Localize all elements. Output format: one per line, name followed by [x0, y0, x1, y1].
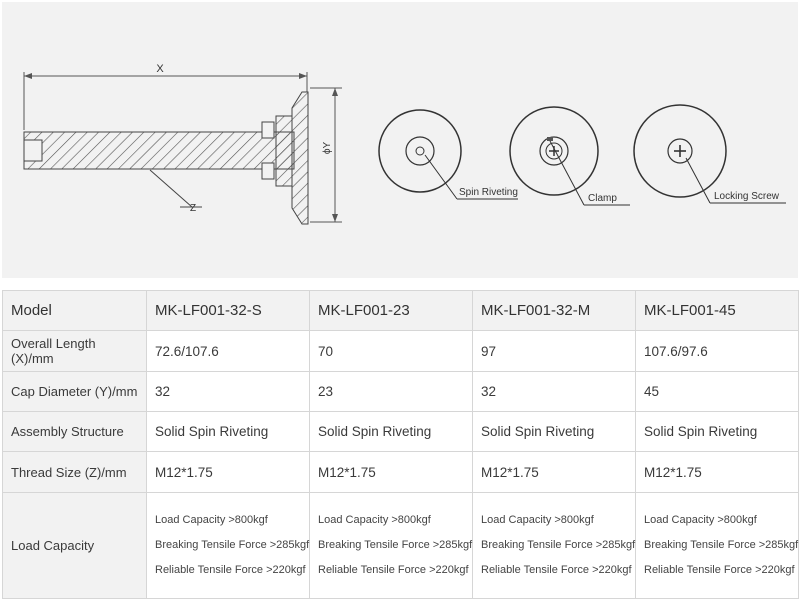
load-line: Load Capacity >800kgf [644, 514, 757, 526]
table-row: Cap Diameter (Y)/mm 32 23 32 45 [2, 371, 799, 412]
table-header-row: Model MK-LF001-32-S MK-LF001-23 MK-LF001… [2, 290, 799, 331]
dimension-x: X [23, 63, 308, 130]
table-row: Assembly Structure Solid Spin Riveting S… [2, 411, 799, 452]
load-line: Reliable Tensile Force >220kgf [318, 564, 469, 576]
callout-clamp: Clamp [588, 193, 617, 204]
load-line: Breaking Tensile Force >285kgf [481, 539, 636, 551]
load-line: Load Capacity >800kgf [318, 514, 431, 526]
row-label: Load Capacity [2, 492, 147, 599]
callout-locking-screw: Locking Screw [714, 191, 780, 202]
table-cell: 32 [472, 371, 636, 412]
load-line: Breaking Tensile Force >285kgf [644, 539, 799, 551]
load-line: Reliable Tensile Force >220kgf [155, 564, 306, 576]
load-cell: Load Capacity >800kgf Breaking Tensile F… [146, 492, 310, 599]
table-cell: 70 [309, 330, 473, 372]
load-line: Reliable Tensile Force >220kgf [481, 564, 632, 576]
label-y: ϕY [322, 142, 333, 155]
load-line: Breaking Tensile Force >285kgf [155, 539, 310, 551]
table-cell: 32 [146, 371, 310, 412]
label-z: Z [190, 203, 196, 214]
table-cell: 97 [472, 330, 636, 372]
load-cell: Load Capacity >800kgf Breaking Tensile F… [635, 492, 799, 599]
table-cell: 107.6/97.6 [635, 330, 799, 372]
front-view-clamp: Clamp [509, 106, 630, 206]
row-label: Overall Length (X)/mm [2, 330, 147, 372]
table-row-load-capacity: Load Capacity Load Capacity >800kgf Brea… [2, 492, 799, 599]
table-cell: 45 [635, 371, 799, 412]
spec-table: Model MK-LF001-32-S MK-LF001-23 MK-LF001… [2, 290, 799, 599]
table-cell: Solid Spin Riveting [635, 411, 799, 452]
header-cell: Model [2, 290, 147, 331]
header-cell: MK-LF001-45 [635, 290, 799, 331]
table-cell: Solid Spin Riveting [146, 411, 310, 452]
table-row: Overall Length (X)/mm 72.6/107.6 70 97 1… [2, 330, 799, 372]
header-cell: MK-LF001-23 [309, 290, 473, 331]
label-x: X [156, 63, 164, 75]
front-view-locking-screw: Locking Screw [633, 104, 786, 204]
load-cell: Load Capacity >800kgf Breaking Tensile F… [472, 492, 636, 599]
table-cell: 23 [309, 371, 473, 412]
front-view-spin-riveting: Spin Riveting [378, 109, 518, 200]
drawing-svg: X Z ϕY [23, 63, 786, 225]
table-cell: M12*1.75 [146, 451, 310, 493]
dimension-y: ϕY [310, 87, 342, 223]
technical-drawing: X Z ϕY [2, 2, 798, 278]
header-cell: MK-LF001-32-S [146, 290, 310, 331]
header-cell: MK-LF001-32-M [472, 290, 636, 331]
load-cell: Load Capacity >800kgf Breaking Tensile F… [309, 492, 473, 599]
table-cell: M12*1.75 [472, 451, 636, 493]
row-label: Cap Diameter (Y)/mm [2, 371, 147, 412]
table-cell: M12*1.75 [635, 451, 799, 493]
load-line: Reliable Tensile Force >220kgf [644, 564, 795, 576]
load-line: Load Capacity >800kgf [155, 514, 268, 526]
table-cell: Solid Spin Riveting [309, 411, 473, 452]
table-cell: M12*1.75 [309, 451, 473, 493]
table-row: Thread Size (Z)/mm M12*1.75 M12*1.75 M12… [2, 451, 799, 493]
table-cell: Solid Spin Riveting [472, 411, 636, 452]
load-line: Load Capacity >800kgf [481, 514, 594, 526]
load-line: Breaking Tensile Force >285kgf [318, 539, 473, 551]
callout-spin-riveting: Spin Riveting [459, 187, 518, 198]
row-label: Assembly Structure [2, 411, 147, 452]
table-cell: 72.6/107.6 [146, 330, 310, 372]
bolt-side-view: Z [23, 91, 309, 225]
row-label: Thread Size (Z)/mm [2, 451, 147, 493]
